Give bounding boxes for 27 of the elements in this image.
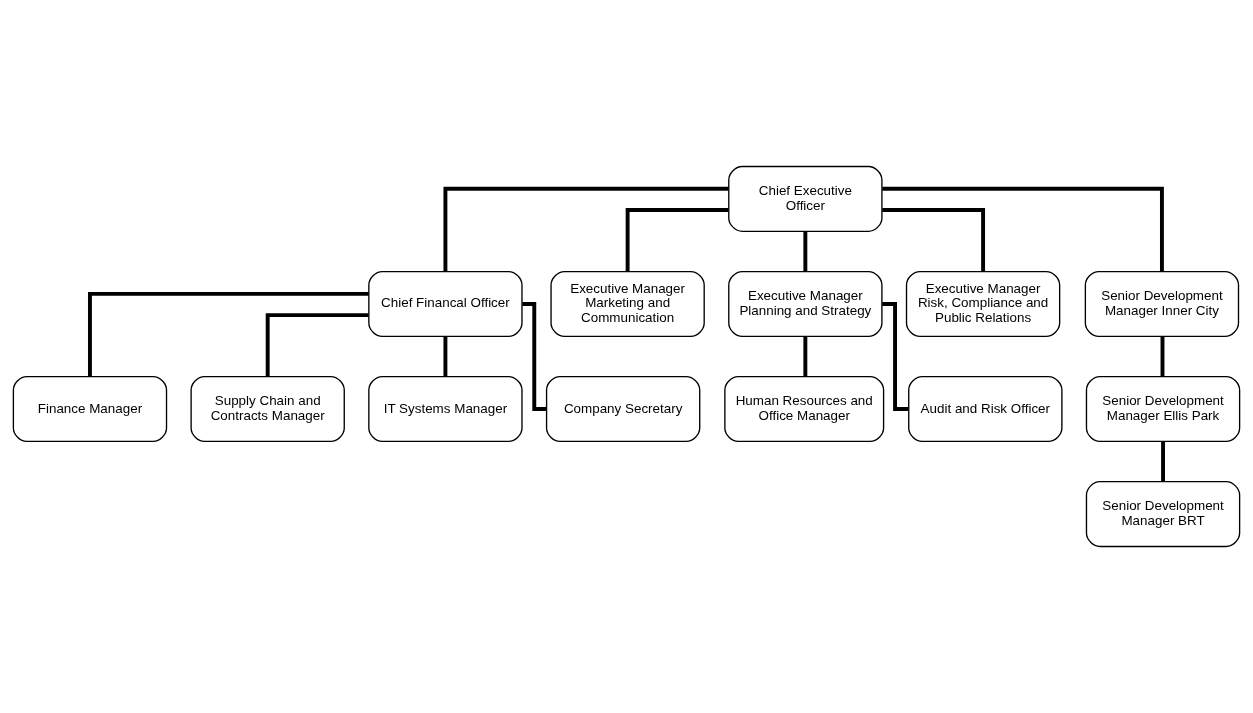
connector — [882, 208, 986, 272]
connector — [1161, 441, 1165, 482]
node-box: Company Secretary — [545, 375, 701, 443]
node-box: Supply Chain and Contracts Manager — [190, 375, 345, 443]
node-box: Executive Manager Marketing and Communication — [550, 270, 705, 338]
node-box: Human Resources and Office Manager — [724, 375, 885, 443]
connector — [443, 336, 448, 377]
connector — [522, 302, 547, 411]
connector — [803, 231, 808, 272]
connector — [625, 208, 729, 272]
connector — [882, 302, 909, 411]
node-box: Audit and Risk Officer — [908, 375, 1063, 443]
connector — [443, 186, 729, 272]
connector — [1160, 336, 1165, 377]
node-box: Senior Development Manager Inner City — [1084, 270, 1240, 338]
node-box: IT Systems Manager — [368, 375, 523, 443]
node-box: Executive Manager Risk, Compliance and Public Relations — [905, 270, 1061, 338]
node-box: Senior Development Manager BRT — [1085, 481, 1241, 548]
connector — [803, 336, 808, 377]
node-box: Finance Manager — [12, 375, 168, 443]
connector — [882, 186, 1164, 272]
connector — [265, 313, 369, 377]
node-box: Executive Manager Planning and Strategy — [728, 270, 883, 338]
node-box: Chief Financal Officer — [368, 270, 523, 338]
node-box: Chief Executive Officer — [728, 165, 883, 232]
connector — [88, 291, 369, 377]
node-box: Senior Development Manager Ellis Park — [1085, 375, 1241, 443]
